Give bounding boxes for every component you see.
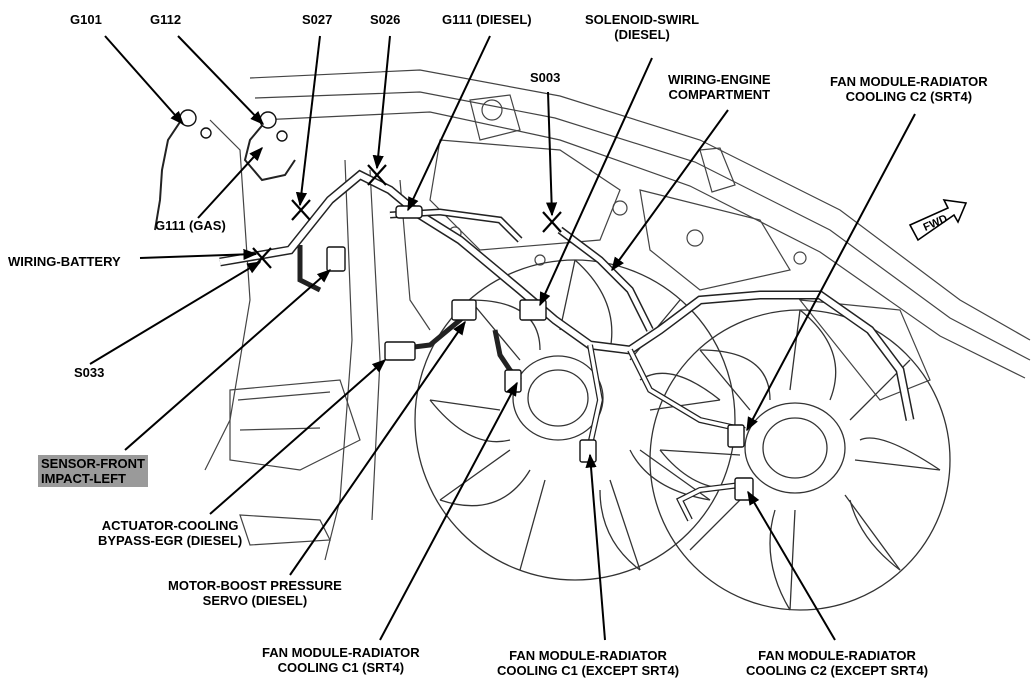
fwd-text: FWD (922, 213, 950, 234)
label-g111-diesel: G111 (DIESEL) (442, 12, 532, 27)
label-s026: S026 (370, 12, 401, 27)
label-g112: G112 (150, 12, 182, 27)
connectors (179, 109, 754, 501)
label-solenoid-swirl: SOLENOID-SWIRL(DIESEL) (585, 12, 700, 42)
radiator-fan-left (414, 259, 736, 581)
fwd-label-box: FWD (922, 213, 950, 234)
label-g111-gas: G111 (GAS) (155, 218, 226, 233)
label-s033: S033 (74, 365, 105, 380)
leader-lines (89, 35, 916, 641)
label-s027: S027 (302, 12, 333, 27)
label-wiring-battery: WIRING-BATTERY (8, 254, 121, 269)
label-s003: S003 (530, 70, 561, 85)
label-g101: G101 (70, 12, 102, 27)
engine-bay-structure (204, 69, 1031, 561)
radiator-fan-right (649, 309, 951, 611)
forward-arrow-icon (908, 199, 968, 242)
